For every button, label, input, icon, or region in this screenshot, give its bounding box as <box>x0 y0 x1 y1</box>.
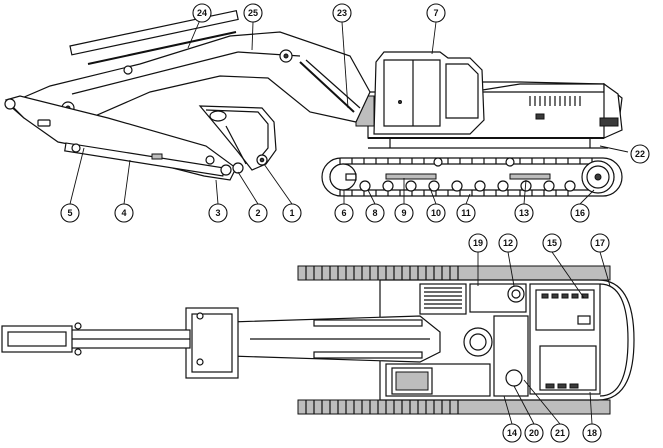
svg-text:22: 22 <box>635 149 645 159</box>
svg-text:24: 24 <box>197 8 207 18</box>
callout-18: 18 <box>582 423 602 443</box>
callout-10: 10 <box>426 203 446 223</box>
svg-text:15: 15 <box>547 238 557 248</box>
svg-text:1: 1 <box>289 208 294 218</box>
callout-17: 17 <box>590 233 610 253</box>
callout-2: 2 <box>248 203 268 223</box>
svg-text:16: 16 <box>575 208 585 218</box>
side-track <box>321 157 623 197</box>
svg-text:8: 8 <box>372 208 377 218</box>
svg-text:25: 25 <box>248 8 258 18</box>
callout-6: 6 <box>334 203 354 223</box>
svg-text:5: 5 <box>67 208 72 218</box>
callout-21: 21 <box>550 423 570 443</box>
callout-9: 9 <box>394 203 414 223</box>
top-upper-deck <box>379 279 635 401</box>
callout-16: 16 <box>570 203 590 223</box>
callout-25: 25 <box>243 3 263 23</box>
side-leader-lines <box>69 19 629 205</box>
svg-text:10: 10 <box>431 208 441 218</box>
callout-13: 13 <box>514 203 534 223</box>
svg-text:12: 12 <box>503 238 513 248</box>
callouts: 1 2 3 4 5 6 7 8 9 10 11 12 13 14 15 16 1… <box>60 3 650 443</box>
side-boom <box>6 9 371 127</box>
svg-text:4: 4 <box>121 208 126 218</box>
side-bucket <box>198 105 277 174</box>
callout-1: 1 <box>282 203 302 223</box>
top-view <box>1 251 635 425</box>
callout-5: 5 <box>60 203 80 223</box>
svg-text:11: 11 <box>461 208 471 218</box>
svg-text:20: 20 <box>529 428 539 438</box>
callout-20: 20 <box>524 423 544 443</box>
top-leader-lines <box>477 251 611 425</box>
side-upper-structure <box>355 51 623 149</box>
svg-text:19: 19 <box>473 238 483 248</box>
svg-text:14: 14 <box>507 428 517 438</box>
callout-11: 11 <box>456 203 476 223</box>
svg-text:21: 21 <box>555 428 565 438</box>
svg-text:17: 17 <box>595 238 605 248</box>
callout-4: 4 <box>114 203 134 223</box>
callout-24: 24 <box>192 3 212 23</box>
callout-12: 12 <box>498 233 518 253</box>
callout-3: 3 <box>208 203 228 223</box>
callout-14: 14 <box>502 423 522 443</box>
callout-23: 23 <box>332 3 352 23</box>
callout-7: 7 <box>426 3 446 23</box>
svg-text:9: 9 <box>401 208 406 218</box>
svg-text:7: 7 <box>433 8 438 18</box>
svg-text:13: 13 <box>519 208 529 218</box>
svg-text:18: 18 <box>587 428 597 438</box>
callout-15: 15 <box>542 233 562 253</box>
svg-text:23: 23 <box>337 8 347 18</box>
callout-19: 19 <box>468 233 488 253</box>
svg-text:6: 6 <box>341 208 346 218</box>
side-arm <box>4 95 237 181</box>
svg-text:3: 3 <box>215 208 220 218</box>
callout-22: 22 <box>630 144 650 164</box>
callout-8: 8 <box>365 203 385 223</box>
svg-text:2: 2 <box>255 208 260 218</box>
top-boom-arm <box>1 307 441 379</box>
side-view <box>4 9 629 205</box>
